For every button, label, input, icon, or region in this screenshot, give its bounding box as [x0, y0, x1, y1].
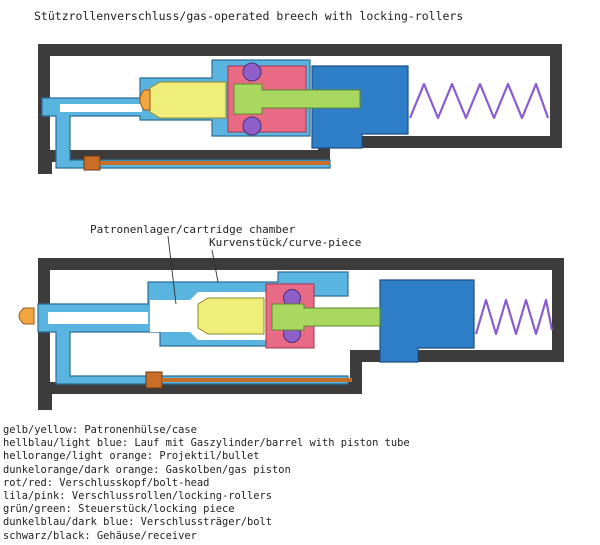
legend-item-gas-piston: dunkelorange/dark orange: Gaskolben/gas …	[3, 463, 291, 476]
recoil-spring-top	[408, 82, 550, 120]
receiver-top	[38, 44, 562, 174]
locking-roller-top-lower	[242, 116, 262, 136]
gas-piston-rod-bottom	[162, 378, 352, 382]
gas-piston-bottom	[145, 371, 163, 389]
legend-item-receiver: schwarz/black: Gehäuse/receiver	[3, 529, 197, 542]
curve-piece-leader-line	[211, 249, 219, 283]
bore-top	[60, 104, 142, 112]
locking-piece-top	[233, 83, 361, 115]
locking-piece-bottom	[271, 303, 381, 331]
legend-item-bolt-head: rot/red: Verschlusskopf/bolt-head	[3, 476, 210, 489]
chamber-leader-line	[167, 235, 177, 305]
color-legend: gelb/yellow: Patronenhülse/case hellblau…	[3, 424, 410, 543]
cartridge-case-bottom	[197, 297, 265, 335]
gas-piston-rod-top	[100, 161, 330, 165]
cartridge-case-top	[149, 81, 227, 119]
diagram-locked	[38, 44, 562, 174]
legend-item-bullet: hellorange/light orange: Projektil/bulle…	[3, 450, 260, 463]
bolt-carrier-bottom	[379, 279, 475, 363]
diagram-title: Stützrollenverschluss/gas-operated breec…	[34, 9, 464, 23]
legend-item-bolt: dunkelblau/dark blue: Verschlussträger/b…	[3, 516, 272, 529]
recoil-spring-bottom	[474, 298, 554, 336]
legend-item-barrel: hellblau/light blue: Lauf mit Gaszylinde…	[3, 437, 410, 450]
callout-curve-piece: Kurvenstück/curve-piece	[209, 236, 362, 249]
gas-piston-top	[83, 155, 101, 171]
legend-item-locking-piece: grün/green: Steuerstück/locking piece	[3, 503, 235, 516]
locking-roller-top-upper	[242, 62, 262, 82]
callout-cartridge-chamber: Patronenlager/cartridge chamber	[90, 223, 296, 236]
legend-item-locking-rollers: lila/pink: Verschlussrollen/locking-roll…	[3, 490, 272, 503]
diagram-unlocked	[18, 235, 564, 410]
legend-item-case: gelb/yellow: Patronenhülse/case	[3, 424, 197, 436]
bullet-top	[139, 89, 151, 111]
bullet-bottom	[18, 307, 35, 325]
bore-bottom	[48, 312, 148, 324]
